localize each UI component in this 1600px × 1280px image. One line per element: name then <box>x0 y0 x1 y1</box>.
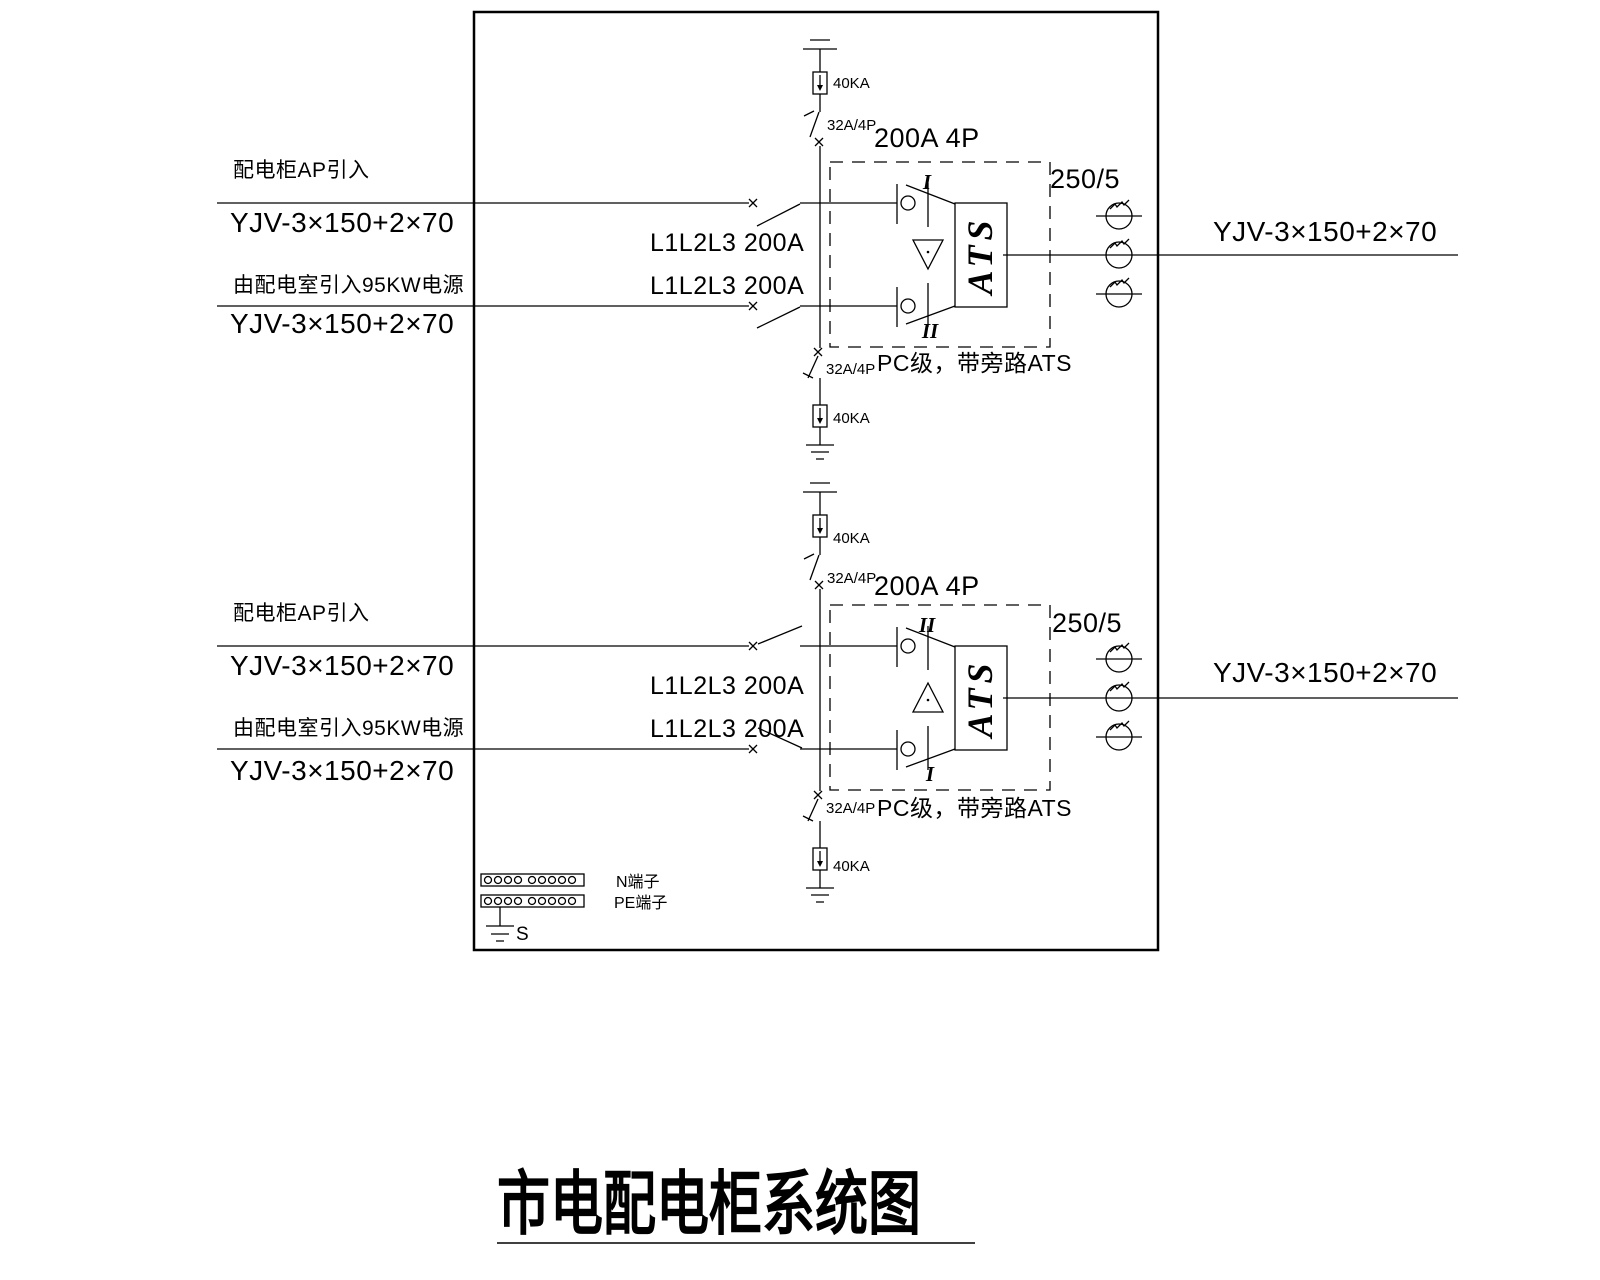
unit2-ats-triangle-dot <box>926 698 930 702</box>
unit2-feed1-switch-blade <box>757 625 803 645</box>
unit2-feed2-switch-blade <box>757 727 803 749</box>
unit1-ats-note: PC级，带旁路ATS <box>877 350 1072 376</box>
unit1-feed2-label: 由配电室引入95KW电源 <box>233 274 464 297</box>
unit2-position-II: II <box>918 613 936 637</box>
unit2-spd-bottom-rating: 40KA <box>833 858 870 875</box>
unit1-ats-rating: 200A 4P <box>874 123 980 153</box>
unit1-feed2-switch-blade <box>756 306 801 329</box>
unit1-output-cable: YJV-3×150+2×70 <box>1213 216 1437 247</box>
unit1-spd-top-switch: 32A/4P <box>827 117 876 134</box>
n-bar-label: N端子 <box>616 873 660 891</box>
earth-symbol <box>486 925 514 942</box>
unit2-feed1-label: 配电柜AP引入 <box>233 602 370 625</box>
unit1-position-I: I <box>922 170 932 194</box>
unit2-feed2-label: 由配电室引入95KW电源 <box>233 717 464 740</box>
unit1-feed2-breaker: L1L2L3 200A <box>650 272 804 300</box>
unit2-spd-top-rating: 40KA <box>833 530 870 547</box>
unit1-feed1-label: 配电柜AP引入 <box>233 159 370 182</box>
pe-bar-label: PE端子 <box>614 894 667 912</box>
earth-label: S <box>516 924 529 945</box>
unit1-feed1-cable: YJV-3×150+2×70 <box>230 207 454 238</box>
unit1-ats-triangle-dot <box>926 250 930 254</box>
unit1-feed1-breaker: L1L2L3 200A <box>650 229 804 257</box>
unit2-ats-label: ATS <box>960 658 1000 739</box>
unit2-ats-triangle-up <box>911 681 945 713</box>
terminal-strips: N端子 PE端子 S <box>480 873 667 945</box>
unit2-feed2-breaker: L1L2L3 200A <box>650 715 804 743</box>
unit1-extra-linework <box>756 203 945 329</box>
unit2-ats-rating: 200A 4P <box>874 571 980 601</box>
unit2-feed2-cable: YJV-3×150+2×70 <box>230 755 454 786</box>
drawing-title: 市电配电柜系统图 <box>497 1166 921 1244</box>
unit2-position-I: I <box>925 762 935 786</box>
unit2-ats-note: PC级，带旁路ATS <box>877 795 1072 821</box>
pe-bar-terminals <box>483 896 577 906</box>
unit2-feed1-breaker: L1L2L3 200A <box>650 672 804 700</box>
unit1-feed1-switch-blade <box>756 203 801 227</box>
unit1: 配电柜AP引入 YJV-3×150+2×70 由配电室引入95KW电源 YJV-… <box>230 75 1437 427</box>
terminal-linework <box>480 873 585 942</box>
unit1-feed2-cable: YJV-3×150+2×70 <box>230 308 454 339</box>
unit2-spd-bottom-switch: 32A/4P <box>826 800 875 817</box>
n-bar-terminals <box>483 875 577 885</box>
unit2-output-cable: YJV-3×150+2×70 <box>1213 657 1437 688</box>
unit1-ats-triangle-down <box>911 239 945 271</box>
unit1-spd-bottom-switch: 32A/4P <box>826 361 875 378</box>
unit1-spd-bottom-rating: 40KA <box>833 410 870 427</box>
unit2-spd-top-switch: 32A/4P <box>827 570 876 587</box>
unit1-linework <box>216 39 1459 460</box>
unit1-ats-label: ATS <box>960 215 1000 296</box>
unit1-position-II: II <box>921 319 939 343</box>
unit1-spd-top-rating: 40KA <box>833 75 870 92</box>
unit1-ct-ratio: 250/5 <box>1050 164 1120 194</box>
unit2-feed1-cable: YJV-3×150+2×70 <box>230 650 454 681</box>
unit2: 配电柜AP引入 YJV-3×150+2×70 由配电室引入95KW电源 YJV-… <box>230 530 1437 875</box>
unit2-ct-ratio: 250/5 <box>1052 608 1122 638</box>
unit2-extra-linework <box>757 625 945 749</box>
cabinet-outline <box>472 10 1160 952</box>
